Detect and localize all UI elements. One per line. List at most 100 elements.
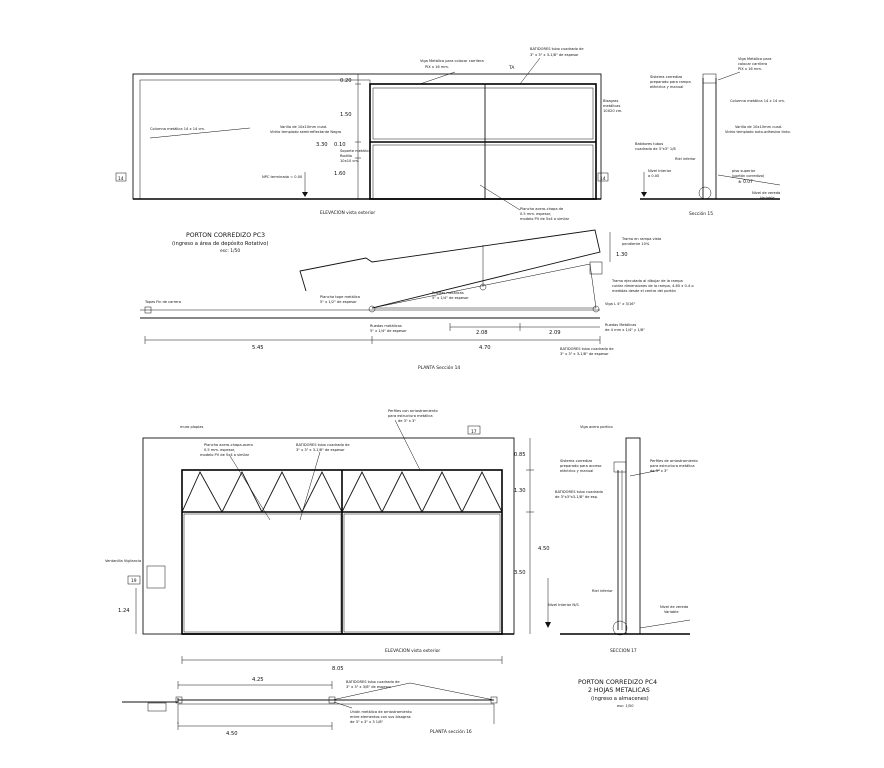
pc3-wall-opening <box>139 79 371 200</box>
pc3-marker-14-left-label: 14 <box>118 176 124 182</box>
sec15-note-piso2: (portón corredizo) <box>732 174 765 178</box>
pc4-note-plancha3: modelo PV de 5x4 o similar <box>200 453 250 457</box>
pc3-note-travesano2: Vidrio templado semirreflectante Negro <box>270 130 341 134</box>
sec17-note-nivel: Nivel Interior N/S <box>548 603 579 607</box>
pc3-note-bisagras: Bisagras <box>603 99 618 103</box>
pc4-subtitle: 2 HOJAS METALICAS <box>588 687 650 694</box>
plan14-stopper <box>144 306 152 314</box>
plan16-note-union: Unión metálica de arriostramiento <box>350 710 412 714</box>
pc4-vigilancia-window <box>146 565 166 589</box>
sec17-note-riel: Riel inferior <box>592 589 613 593</box>
sec15-note-nivel: Nivel Interior <box>648 169 672 173</box>
pc3-note-plancha: Plancha acero-chapa de <box>520 207 564 211</box>
plan14-note-plancha2: 5" x 1/2" de espesor <box>320 300 357 304</box>
pc4-leader-perfiles <box>394 419 421 471</box>
pc4-note-plancha: Plancha acero-chapa-acero <box>204 443 253 447</box>
pc4-note-perfiles: Perfiles con arriostramiento <box>388 409 438 413</box>
pc3-note-npc: NPC terminado = 0.00 <box>262 175 303 179</box>
pc4-dim-350: 3.50 <box>514 570 526 576</box>
pc3-note-soporte: Soporte metálico <box>340 149 371 153</box>
pc4-note-batidores2: 3" x 3" x 3-1/8" de espesor <box>296 448 345 452</box>
plan16-hinge-1 <box>175 696 183 704</box>
plan14-note-viga-l: Viga L 4" x 3/16" <box>605 302 636 306</box>
pc4-marker-17 <box>467 425 481 435</box>
sec15-leader <box>717 71 741 81</box>
pc4-dim-130: 1.30 <box>514 488 526 494</box>
sec15-caption: Sección 15 <box>689 210 713 217</box>
sec15-note-riel: Riel inferior <box>675 157 696 161</box>
plan14-dim-545: 5.45 <box>252 345 264 351</box>
pc3-dim-010: 0.10 <box>334 142 346 148</box>
pc3-note-batidores2: 3" x 3" x 3-1/8" de espesor <box>530 53 579 57</box>
pc4-elevation: muro ploplas Perfiles con arriostramient… <box>105 409 551 672</box>
sec17-note-sistema: Sistema corredizo <box>560 459 592 463</box>
pc3-subtitle: (ingreso a área de depósito Rotativo) <box>172 240 268 247</box>
sec15-note-batidores2: cuadrado de 3"x3" 1/8 <box>635 147 676 151</box>
plan16-dim-450: 4.50 <box>226 731 238 737</box>
plan14-note-ruedas2: 5" x 1/4" de espesor <box>432 296 469 300</box>
sec15-note-piso3: ± 0.07 <box>738 179 753 185</box>
plan14-note-topes: Topes Fin de carrera <box>144 300 181 304</box>
pc4-note-muro: muro ploplas <box>180 425 203 429</box>
pc4-section-17: Viga acero portico Sistema corredizo pre… <box>548 425 698 654</box>
plan16-post-left <box>147 702 167 712</box>
sec17-caption: SECCION 17 <box>610 648 637 654</box>
pc3-gate-lower-panel <box>372 144 594 200</box>
plan14-note-ruedas-r2: de 4 mm x 1/4" y 1/8" <box>605 328 645 332</box>
sec15-note-varilla2: Vidrio templado auto-adhesivo tinto. <box>725 130 791 134</box>
pc4-elevation-caption: ELEVACION vista exterior <box>385 648 440 654</box>
plan14-caption: PLANTA Sección 14 <box>418 364 460 371</box>
plan14-note-tramo4: cuidar dimensiones de la rampa, 4.60 x 0… <box>612 284 694 288</box>
plan14-ramp-box <box>589 261 603 275</box>
pc3-plan-14: Tramo en rampa vista pendiente 10% 1.30 … <box>140 229 694 371</box>
pc3-dim-150: 1.50 <box>340 112 352 118</box>
plan14-dim-208: 2.08 <box>476 330 488 336</box>
sec15-top-beam <box>702 73 717 84</box>
sec17-note-sistema2: preparado para acceso <box>560 464 601 468</box>
pc4-note-batidores: BATIDORES tubo cuadrado de <box>296 443 350 447</box>
sec17-wall <box>625 437 641 635</box>
plan16-note-union3: de 3" x 3" x 3 1/8" <box>350 720 384 724</box>
plan14-note-plancha: Plancha tope metálica <box>320 295 360 299</box>
sec15-ramp <box>717 174 781 186</box>
pc4-subtitle2: (ingreso a almacenes) <box>591 696 649 702</box>
pc4-plan-16: 4.25 4.50 BATIDORES tubo cuadrado de 3" … <box>122 677 498 737</box>
pc4-note-perfiles3: de 3" x 3" <box>398 419 416 423</box>
pc3-note-bisagras2: metálicas <box>603 104 620 108</box>
plan16-note-batidores2: 3" x 3" x 3/8" de espesor <box>346 685 392 689</box>
pc4-truss-left <box>181 470 343 514</box>
plan14-wheel-left <box>368 305 376 313</box>
sec17-note-sistema3: eléctrico y manual <box>560 469 593 473</box>
plan14-note-tramo2: pendiente 10% <box>622 242 650 246</box>
pc3-scale: esc: 1/50 <box>220 248 240 254</box>
pc3-note-soporte2: Rodillo <box>340 154 352 158</box>
plan14-note-ruedas-r: Ruedas Metálicas <box>605 323 636 327</box>
pc3-note-ta: TA <box>508 65 514 71</box>
pc4-dim-805: 8.05 <box>332 666 344 672</box>
plan16-swing-line <box>331 682 495 701</box>
pc3-leader-columna <box>149 127 251 139</box>
pc3-wall-outline <box>132 73 602 200</box>
pc3-note-viga: Viga Metálica para colocar carrilera <box>420 59 484 63</box>
pc3-leader-batidores <box>519 57 541 85</box>
sec15-note-viga3: PIX x 16 mm. <box>738 67 762 71</box>
plan14-ramp-outline <box>299 229 601 309</box>
plan16-hinge-2 <box>328 696 336 704</box>
pc4-note-plancha2: 0.5 mm. espesor, <box>204 448 235 452</box>
pc4-truss-right <box>341 470 503 514</box>
sec17-ramp <box>639 619 691 629</box>
pc4-leader-plancha <box>229 455 271 521</box>
pc3-dim-330: 3.30 <box>316 142 328 148</box>
sec15-note-sistema: Sistema corredizo <box>650 75 682 79</box>
pc3-level-arrowhead <box>302 192 308 197</box>
plan16-dim-425: 4.25 <box>252 677 264 683</box>
pc3-note-soporte3: 10x10 cm. <box>340 159 359 163</box>
sec15-note-piso: piso superior <box>732 169 756 173</box>
pc3-marker-14-right <box>597 172 609 182</box>
plan14-note-batidores: BATIDORES tubo cuadrado de <box>560 347 614 351</box>
plan14-hatched-ramp <box>371 263 597 309</box>
pc3-elevation-caption: ELEVACION vista exterior <box>320 210 375 216</box>
pc3-marker-14-left <box>115 172 127 182</box>
plan16-hinge-3 <box>490 696 498 704</box>
plan14-note-ruedas-mid: Ruedas metálicas <box>370 324 402 328</box>
